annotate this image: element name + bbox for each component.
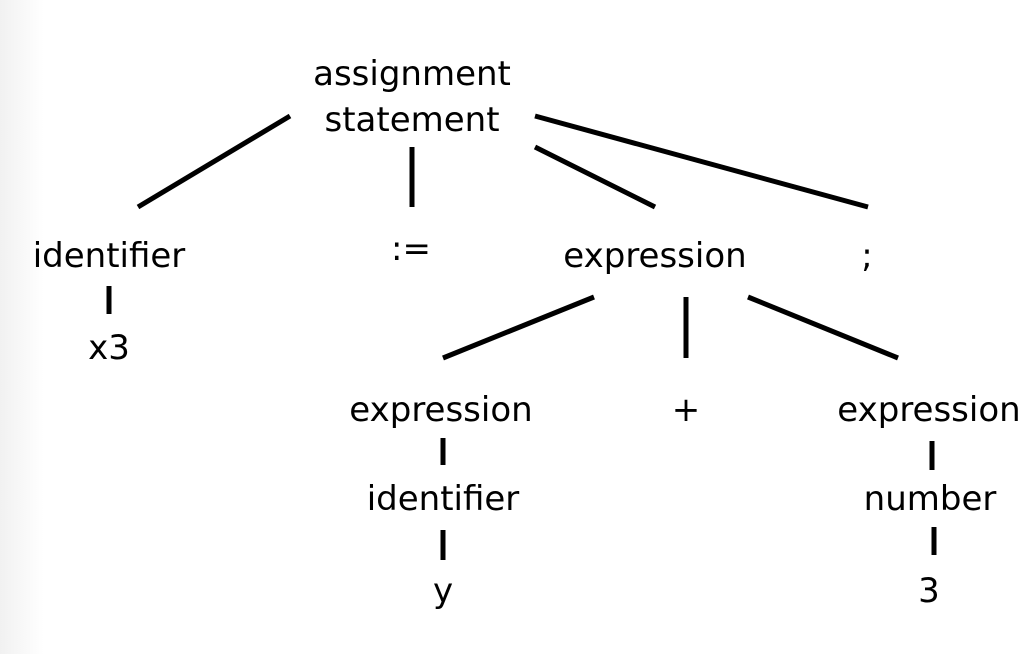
node-identifier-y: identifier — [366, 479, 520, 519]
node-number: number — [863, 479, 997, 519]
edge-root-semicolon — [534, 113, 869, 210]
node-y: y — [432, 571, 454, 611]
node-expression-left: expression — [349, 390, 533, 430]
node-expression: expression — [563, 236, 747, 276]
node-semicolon: ; — [861, 236, 873, 276]
node-expression-right: expression — [837, 390, 1021, 430]
node-identifier: identifier — [32, 236, 186, 276]
node-assign-operator: := — [391, 229, 431, 269]
edge-root-expression — [533, 144, 657, 210]
node-x3: x3 — [88, 328, 130, 368]
node-plus-operator: + — [671, 390, 701, 430]
node-label-line-1: assignment — [313, 54, 511, 94]
edge-root-identifier — [136, 113, 292, 210]
node-label-line-2: statement — [324, 100, 500, 140]
edge-expression-expression-right — [747, 294, 899, 361]
node-three: 3 — [918, 571, 940, 611]
node-assignment-statement: assignment statement — [313, 51, 511, 143]
edge-expression-expression-left — [442, 294, 595, 361]
left-edge-shading — [0, 0, 44, 654]
